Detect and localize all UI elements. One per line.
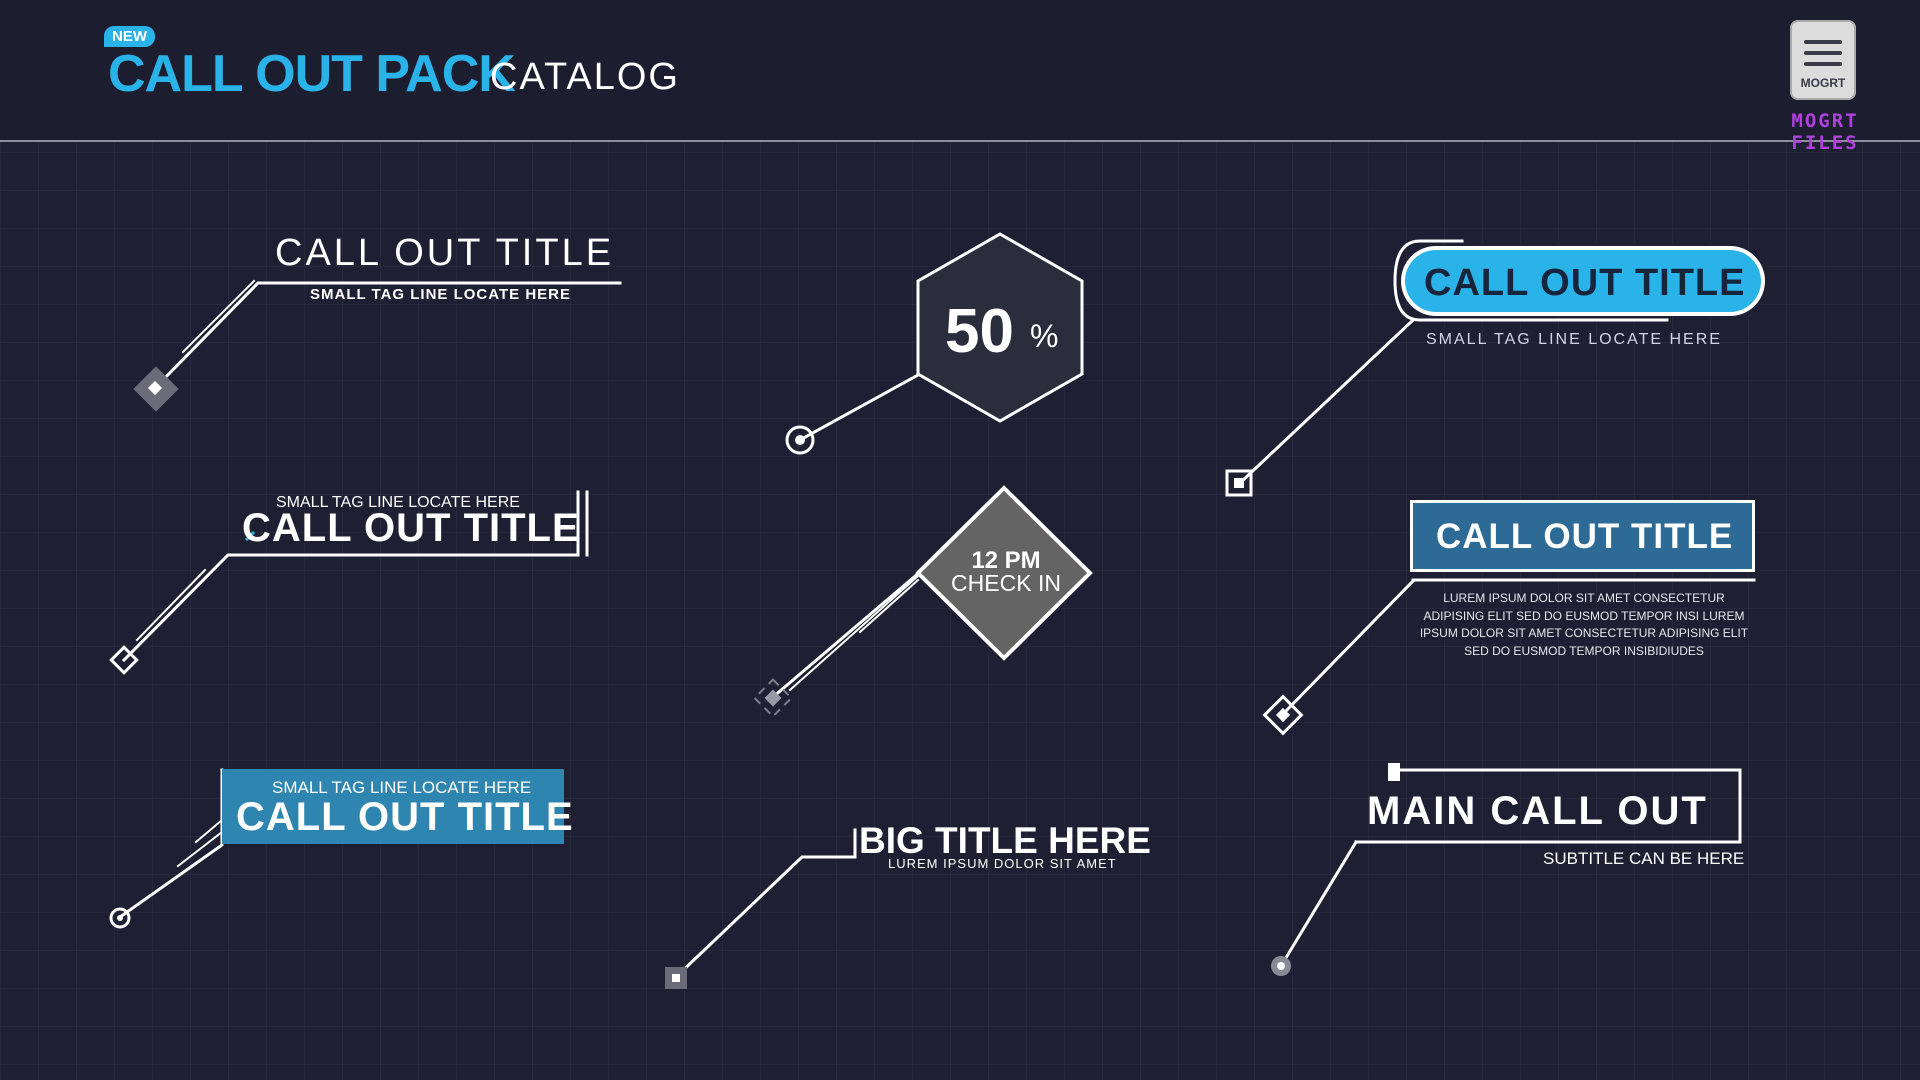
brand-suffix: CATALOG <box>490 56 680 98</box>
hexagon-unit: % <box>1030 318 1059 354</box>
square-outline-marker <box>1225 469 1253 497</box>
pill-title: CALL OUT TITLE <box>1424 262 1746 304</box>
callout-box-background <box>222 769 564 844</box>
leader-accent-line <box>858 578 920 634</box>
new-badge: NEW <box>104 26 155 47</box>
boxed-paragraph: LUREM IPSUM DOLOR SIT AMET CONSECTETUR A… <box>1419 591 1749 658</box>
leader-accent-line <box>135 568 207 642</box>
leader-line <box>1278 839 1359 969</box>
diamond-outline-marker <box>109 645 139 675</box>
frame-line <box>1354 768 1742 844</box>
list-line-icon <box>1804 51 1842 55</box>
leader-line <box>121 490 580 663</box>
leader-accent-line <box>194 818 224 844</box>
leader-accent-line <box>176 830 224 868</box>
pill-background <box>1405 250 1761 312</box>
callout-box-title: CALL OUT TITLE <box>236 795 574 839</box>
dashed-diamond-marker <box>753 678 793 718</box>
diamond-time: 12 PM <box>971 547 1041 574</box>
callout-outline-tagline: SMALL TAG LINE LOCATE HERE <box>310 286 571 303</box>
callout-box-tagline: SMALL TAG LINE LOCATE HERE <box>272 778 532 797</box>
callout-bracket-title: CALL OUT TITLE <box>242 506 580 550</box>
header-bar: NEW CALL OUT PACK CATALOG MOGRT MOGRT FI… <box>0 0 1920 154</box>
list-line-icon <box>1804 62 1842 66</box>
diamond-shape <box>915 485 1093 661</box>
leader-accent-line <box>788 574 920 692</box>
diamond-outline-marker <box>1262 694 1304 736</box>
list-line-icon <box>1804 40 1842 44</box>
leader-line <box>152 281 622 391</box>
main-callout-subtitle: SUBTITLE CAN BE HERE <box>1543 849 1745 868</box>
leader-accent-line <box>181 279 256 354</box>
mogrt-file-icon[interactable]: MOGRT <box>1790 20 1856 100</box>
marker-dot <box>147 380 163 396</box>
target-marker <box>785 425 815 455</box>
callout-bracket-tagline: SMALL TAG LINE LOCATE HERE <box>276 494 520 511</box>
marker-dot <box>764 689 782 707</box>
accent-cross-icon <box>244 530 256 542</box>
big-title-subtitle: LUREM IPSUM DOLOR SIT AMET <box>888 856 1117 871</box>
frame-tab <box>1388 763 1400 781</box>
leader-line <box>1280 578 1416 717</box>
leader-line <box>1237 318 1415 486</box>
main-callout-title: MAIN CALL OUT <box>1367 789 1708 833</box>
mogrt-files-link[interactable]: MOGRT FILES <box>1791 110 1859 154</box>
pill-tagline: SMALL TAG LINE LOCATE HERE <box>1426 331 1722 348</box>
leader-line <box>797 372 921 443</box>
boxed-title: CALL OUT TITLE <box>1436 517 1734 556</box>
callout-outline-title: CALL OUT TITLE <box>275 232 615 274</box>
pill-frame-arc <box>1393 239 1669 322</box>
target-marker <box>109 907 131 929</box>
hexagon-shape <box>916 232 1084 423</box>
mogrt-icon-label: MOGRT <box>1800 76 1846 90</box>
leader-line <box>673 828 857 980</box>
hexagon-value: 50 <box>945 297 1014 366</box>
boxed-title-background <box>1413 503 1752 569</box>
diamond-label: CHECK IN <box>951 570 1061 596</box>
big-title: BIG TITLE HERE <box>859 820 1151 861</box>
brand-title: CALL OUT PACK <box>108 45 516 103</box>
leader-line <box>770 569 923 700</box>
